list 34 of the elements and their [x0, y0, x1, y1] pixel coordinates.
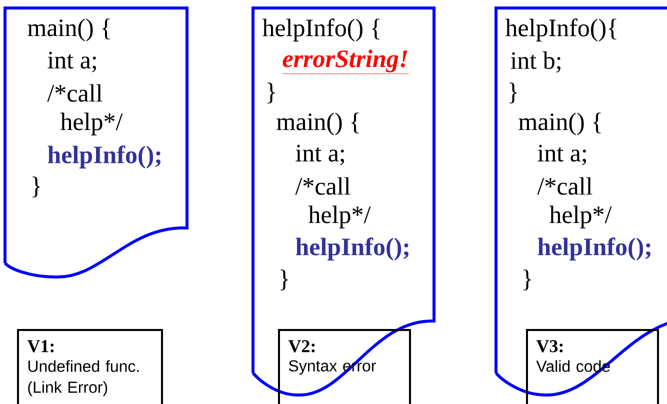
- code-line: help*/: [60, 112, 123, 136]
- code-line: int a;: [538, 144, 586, 166]
- version-label: V1:: [27, 340, 54, 352]
- document-shape: [494, 6, 667, 396]
- code-line: int b;: [510, 51, 560, 73]
- code-line: helpInfo();: [538, 238, 650, 260]
- code-line: help*/: [549, 206, 612, 228]
- code-line: errorString!: [282, 50, 409, 74]
- result-text: Undefined func. (Link Error): [28, 360, 139, 396]
- code-line: }: [32, 176, 40, 198]
- code-line: }: [280, 270, 288, 290]
- document-shape: [252, 6, 436, 396]
- code-line: int a;: [296, 144, 344, 166]
- code-line: helpInfo(){: [505, 18, 616, 42]
- code-line: main() {: [276, 112, 359, 136]
- code-line: }: [523, 270, 531, 290]
- code-line: /*call: [47, 84, 102, 102]
- code-line: help*/: [308, 206, 371, 228]
- code-line: int a;: [48, 52, 96, 72]
- document-shape: [4, 6, 188, 278]
- code-line: /*call: [295, 177, 350, 195]
- code-line: main() {: [28, 18, 110, 42]
- version-label: V3:: [536, 340, 563, 352]
- label-box: [526, 328, 659, 404]
- code-line: helpInfo();: [296, 238, 408, 260]
- code-line: /*call: [537, 177, 592, 195]
- code-line: }: [267, 82, 275, 104]
- label-box: [278, 328, 411, 404]
- label-box: [17, 328, 163, 404]
- version-label: V2:: [288, 340, 315, 352]
- code-line: helpInfo() {: [262, 18, 380, 42]
- code-line: main() {: [518, 112, 601, 136]
- code-line: }: [509, 82, 517, 104]
- code-line: helpInfo();: [48, 146, 160, 168]
